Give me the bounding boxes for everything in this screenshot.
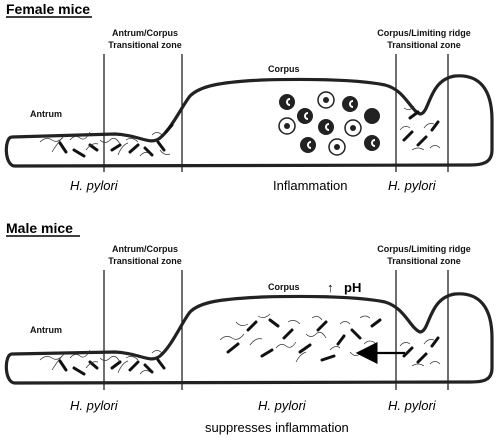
male-bacteria-antrum [39,349,166,376]
male-heading: Male mice [6,220,73,236]
female-panel: Female mice Antrum/Corpus Transitional z… [4,1,494,193]
female-zone-left-line2: Transitional zone [108,40,182,50]
female-bacteria-antrum [39,123,174,158]
male-region-corpus: Corpus [268,282,300,292]
female-zone-right-line2: Transitional zone [387,40,461,50]
male-zone-left-line2: Transitional zone [108,256,182,266]
male-label-hp-center: H. pylori [258,398,307,413]
female-region-antrum: Antrum [30,109,62,119]
male-label-hp-right: H. pylori [388,398,437,413]
male-zone-right-line2: Transitional zone [387,256,461,266]
female-bacteria-ridge [399,105,441,151]
male-label-suppresses: suppresses inflammation [205,420,349,435]
male-zone-right-line1: Corpus/Limiting ridge [377,244,471,254]
female-zone-left-line1: Antrum/Corpus [112,28,178,38]
female-label-hp-left: H. pylori [70,178,119,193]
female-region-corpus: Corpus [268,64,300,74]
male-panel: Male mice Antrum/Corpus Transitional zon… [4,220,494,435]
female-stomach-outline [4,74,494,168]
male-ph-label: pH [344,280,361,295]
male-ph-arrow: ↑ [327,280,334,295]
female-label-hp-right: H. pylori [388,178,437,193]
female-heading: Female mice [6,1,90,17]
male-bacteria-ridge [399,336,441,367]
female-inflammatory-cells [278,91,380,156]
female-zone-right-line1: Corpus/Limiting ridge [377,28,471,38]
female-label-inflammation: Inflammation [273,178,347,193]
male-zone-left-line1: Antrum/Corpus [112,244,178,254]
male-stomach-outline [4,292,494,385]
male-label-hp-left: H. pylori [70,398,119,413]
male-region-antrum: Antrum [30,325,62,335]
male-bacteria-corpus [219,313,382,363]
